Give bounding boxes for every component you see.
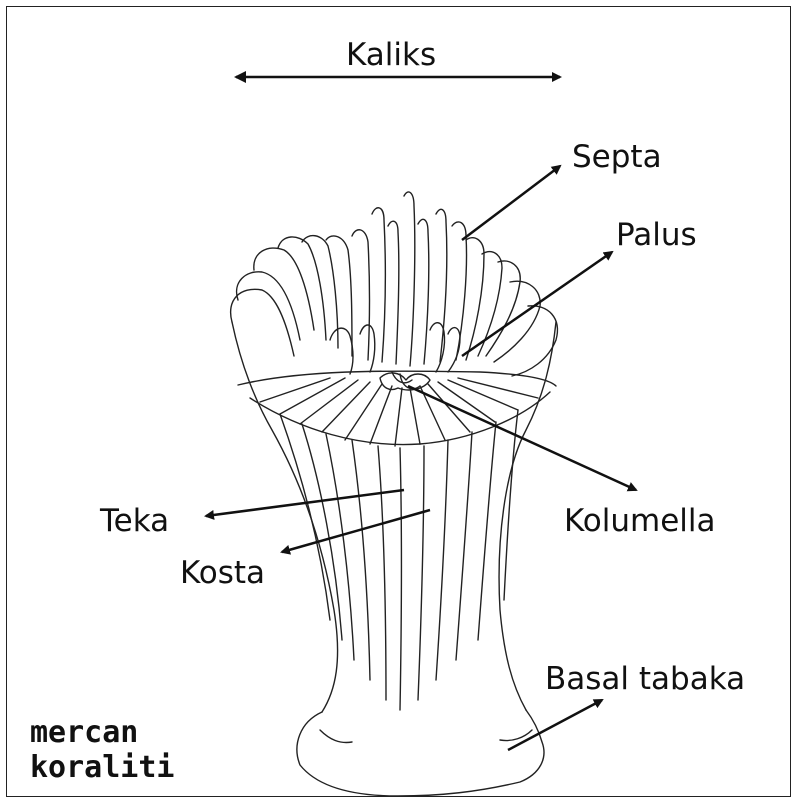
kosta-arrow xyxy=(282,510,430,552)
basal-tabaka-arrow xyxy=(508,700,602,750)
kaliks-label: Kaliks xyxy=(346,40,436,71)
palus-label: Palus xyxy=(616,220,697,251)
septa-label: Septa xyxy=(572,142,662,173)
palus-arrow xyxy=(462,252,612,356)
corallite-body xyxy=(231,192,558,796)
caption-line-2: koraliti xyxy=(30,751,175,786)
basal-tabaka-label: Basal tabaka xyxy=(545,664,745,695)
caption-line-1: mercan xyxy=(30,716,175,751)
kolumella-arrow xyxy=(408,386,636,490)
kosta-label: Kosta xyxy=(180,558,265,589)
septa-arrow xyxy=(462,166,560,240)
teka-label: Teka xyxy=(100,506,169,537)
kolumella-label: Kolumella xyxy=(564,506,716,537)
diagram-caption: mercan koraliti xyxy=(30,716,175,785)
